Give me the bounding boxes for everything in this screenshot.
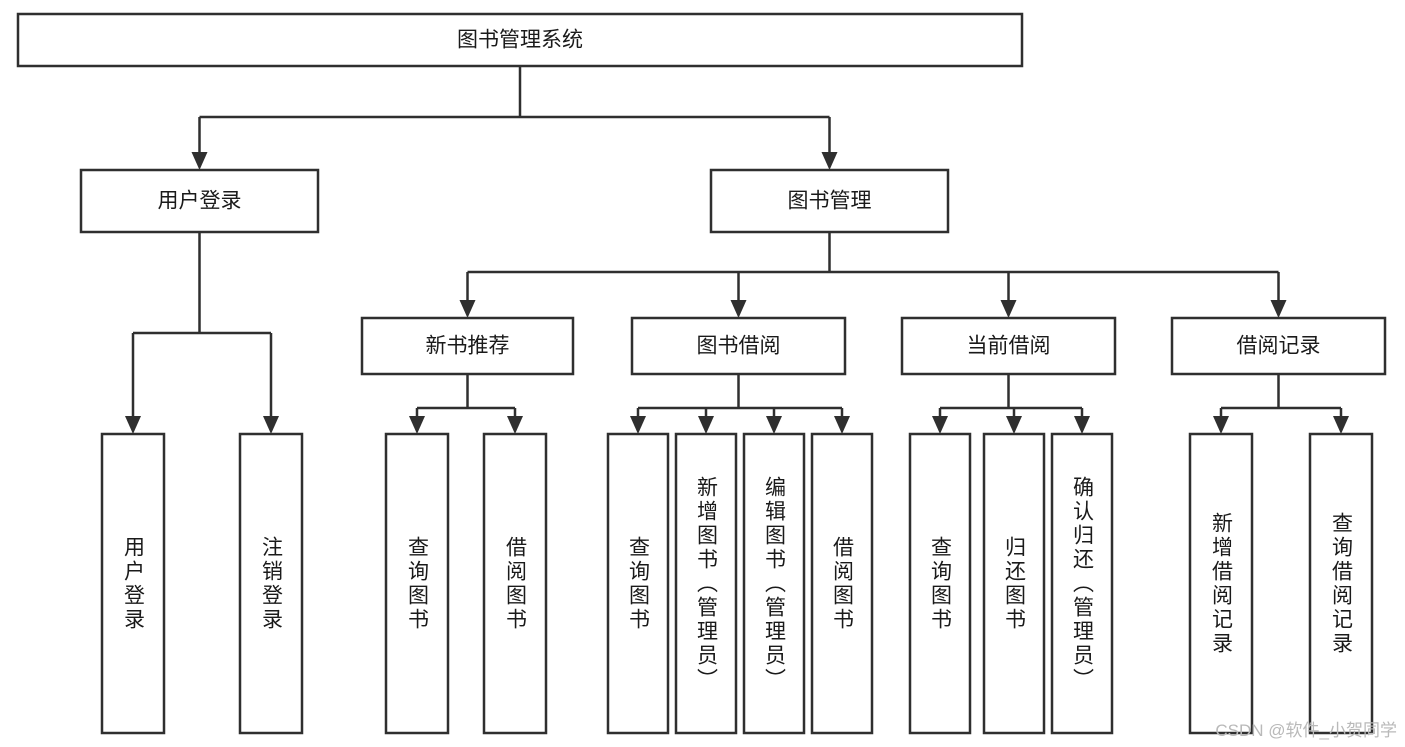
box-label: 查询图书 <box>626 535 650 632</box>
leaf-group-3-0[interactable]: 新增借阅记录 <box>1188 432 1254 735</box>
box-label-wrap: 注销登录 <box>259 535 283 632</box>
box-label: 用户登录 <box>158 190 242 213</box>
root-to-l2-0-arrowhead <box>191 152 208 170</box>
group-1-leaf-1-arrowhead <box>698 416 714 434</box>
box-label-wrap: 查询图书 <box>928 535 952 632</box>
group-2-leaf-0-arrowhead <box>932 416 948 434</box>
book-mgmt-to-group-3-arrowhead <box>1270 300 1287 318</box>
leaf-group-1-3[interactable]: 借阅图书 <box>810 432 874 735</box>
box-label: 查询图书 <box>405 535 429 632</box>
group-1-leaf-0-arrowhead <box>630 416 646 434</box>
box-label-wrap: 新增图书（管理员） <box>694 475 718 692</box>
book-mgmt-to-group-1-arrowhead <box>730 300 747 318</box>
box-label: 图书借阅 <box>697 335 781 358</box>
box-label-wrap: 借阅图书 <box>503 535 527 632</box>
box-label-wrap: 查询图书 <box>405 535 429 632</box>
user-login-leaf-0-arrowhead <box>125 416 141 434</box>
box-outline <box>742 432 806 735</box>
group-1-leaf-3-arrowhead <box>834 416 850 434</box>
book-mgmt-to-group-0-arrowhead <box>459 300 476 318</box>
box-label: 查询图书 <box>928 535 952 632</box>
box-outline <box>810 432 874 735</box>
box-label: 新增借阅记录 <box>1209 511 1233 656</box>
leaf-group-2-2[interactable]: 确认归还（管理员） <box>1050 432 1114 735</box>
group-2-leaf-1-arrowhead <box>1006 416 1022 434</box>
box-outline <box>79 168 320 234</box>
box-label-wrap: 用户登录 <box>121 535 145 632</box>
leaf-group-1-0[interactable]: 查询图书 <box>606 432 670 735</box>
leaf-group-2-1[interactable]: 归还图书 <box>982 432 1046 735</box>
box-label: 编辑图书（管理员） <box>762 475 786 692</box>
group-0-leaf-1-arrowhead <box>507 416 523 434</box>
group-0-leaf-0-arrowhead <box>409 416 425 434</box>
leaf-group-2-0[interactable]: 查询图书 <box>908 432 972 735</box>
node-l3-group-2[interactable]: 当前借阅 <box>900 316 1117 376</box>
node-l2-user-login[interactable]: 用户登录 <box>79 168 320 234</box>
box-outline <box>482 432 548 735</box>
box-outline <box>1050 432 1114 735</box>
box-outline <box>16 12 1024 68</box>
box-label: 归还图书 <box>1002 535 1026 632</box>
root-to-l2-1-arrowhead <box>821 152 838 170</box>
box-label: 注销登录 <box>259 535 283 632</box>
box-label: 图书管理 <box>788 190 872 213</box>
book-mgmt-to-group-2-arrowhead <box>1000 300 1017 318</box>
box-label-wrap: 查询借阅记录 <box>1329 511 1353 656</box>
box-label-wrap: 借阅图书 <box>830 535 854 632</box>
csdn-watermark: CSDN @软件_小贺同学 <box>1215 721 1397 740</box>
box-label: 借阅图书 <box>830 535 854 632</box>
box-label-wrap: 新增借阅记录 <box>1209 511 1233 656</box>
box-label: 借阅图书 <box>503 535 527 632</box>
box-label: 查询借阅记录 <box>1329 511 1353 656</box>
box-outline <box>1170 316 1387 376</box>
leaf-group-0-0[interactable]: 查询图书 <box>384 432 450 735</box>
node-l3-group-0[interactable]: 新书推荐 <box>360 316 575 376</box>
box-label: 图书管理系统 <box>457 29 583 52</box>
box-label-wrap: 编辑图书（管理员） <box>762 475 786 692</box>
box-outline <box>100 432 166 735</box>
group-3-leaf-1-arrowhead <box>1333 416 1349 434</box>
leaf-group-1-1[interactable]: 新增图书（管理员） <box>674 432 738 735</box>
box-outline <box>674 432 738 735</box>
box-label: 确认归还（管理员） <box>1070 475 1094 692</box>
node-l3-group-3[interactable]: 借阅记录 <box>1170 316 1387 376</box>
box-outline <box>1308 432 1374 735</box>
box-label: 用户登录 <box>121 535 145 632</box>
box-label: 新书推荐 <box>426 335 510 358</box>
box-outline <box>1188 432 1254 735</box>
box-label-wrap: 确认归还（管理员） <box>1070 475 1094 692</box>
box-outline <box>630 316 847 376</box>
group-2-leaf-2-arrowhead <box>1074 416 1090 434</box>
group-1-leaf-2-arrowhead <box>766 416 782 434</box>
box-outline <box>238 432 304 735</box>
user-login-leaf-1-arrowhead <box>263 416 279 434</box>
box-outline <box>360 316 575 376</box>
box-label-wrap: 归还图书 <box>1002 535 1026 632</box>
group-3-leaf-0-arrowhead <box>1213 416 1229 434</box>
leaf-group-0-1[interactable]: 借阅图书 <box>482 432 548 735</box>
leaf-group-3-1[interactable]: 查询借阅记录 <box>1308 432 1374 735</box>
box-outline <box>908 432 972 735</box>
node-l2-book-management[interactable]: 图书管理 <box>709 168 950 234</box>
box-label: 借阅记录 <box>1237 335 1321 358</box>
box-outline <box>606 432 670 735</box>
box-label: 当前借阅 <box>967 335 1051 358</box>
box-outline <box>709 168 950 234</box>
box-label-wrap: 查询图书 <box>626 535 650 632</box>
node-layer: 图书管理系统用户登录图书管理用户登录注销登录新书推荐查询图书借阅图书图书借阅查询… <box>16 12 1387 735</box>
box-label: 新增图书（管理员） <box>694 475 718 692</box>
node-root-system[interactable]: 图书管理系统 <box>16 12 1024 68</box>
box-outline <box>982 432 1046 735</box>
leaf-group-1-2[interactable]: 编辑图书（管理员） <box>742 432 806 735</box>
connector-layer <box>125 66 1349 434</box>
box-outline <box>384 432 450 735</box>
node-l3-group-1[interactable]: 图书借阅 <box>630 316 847 376</box>
leaf-user-login-0[interactable]: 用户登录 <box>100 432 166 735</box>
box-outline <box>900 316 1117 376</box>
leaf-user-login-1[interactable]: 注销登录 <box>238 432 304 735</box>
